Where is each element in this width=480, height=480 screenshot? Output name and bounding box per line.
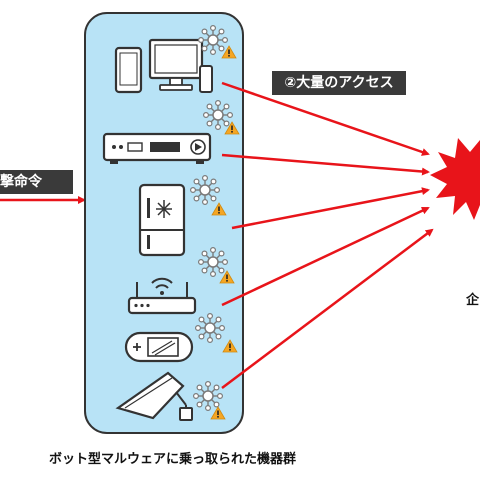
virus-icon-1 bbox=[197, 24, 229, 56]
attack-command-label: 撃命令 bbox=[0, 170, 73, 194]
wifi-router-icon bbox=[127, 277, 197, 315]
virus-icon-4 bbox=[197, 246, 229, 278]
virus-icon-5 bbox=[194, 312, 226, 344]
target-explosion-icon bbox=[430, 138, 480, 220]
target-label: 企 bbox=[466, 293, 480, 308]
attack-arrows bbox=[221, 81, 434, 389]
attack-arrow-2 bbox=[221, 153, 430, 176]
refrigerator-icon bbox=[138, 183, 186, 257]
attack-arrow-3 bbox=[231, 187, 430, 230]
attack-arrow-5 bbox=[221, 228, 434, 389]
attack-arrow-1 bbox=[221, 81, 430, 156]
security-camera-icon bbox=[115, 371, 193, 421]
set-top-box-icon bbox=[102, 132, 212, 164]
virus-icon-2 bbox=[202, 99, 234, 131]
pc-and-tablet-icon bbox=[114, 38, 213, 94]
virus-icon-3 bbox=[189, 174, 221, 206]
device-group-caption: ボット型マルウェアに乗っ取られた機器群 bbox=[48, 452, 296, 467]
virus-icon-6 bbox=[192, 380, 224, 412]
attack-arrow-4 bbox=[221, 206, 430, 307]
mass-access-label: ②大量のアクセス bbox=[272, 71, 406, 95]
card-terminal-icon bbox=[124, 331, 194, 363]
